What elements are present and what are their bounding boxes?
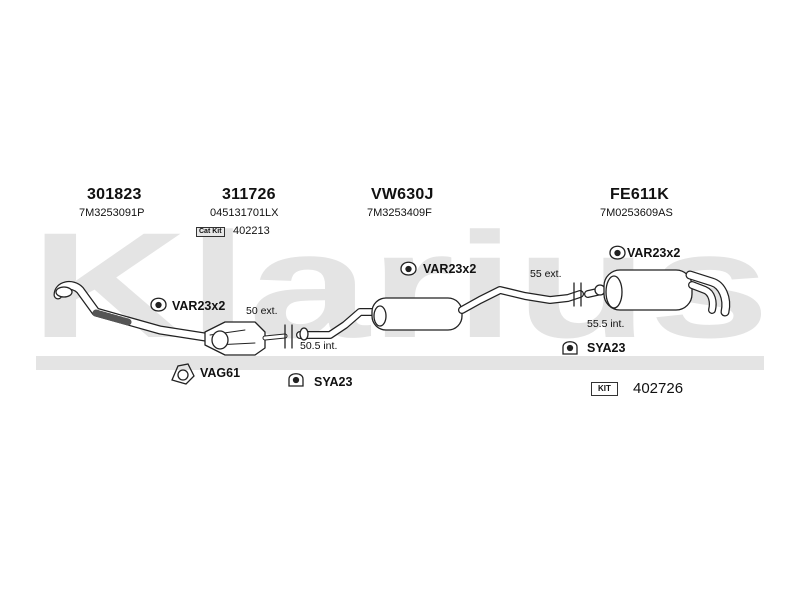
part-code-311726: 311726 bbox=[222, 186, 276, 203]
fitting-sya-right: SYA23 bbox=[587, 341, 626, 355]
watermark-bar bbox=[36, 356, 764, 370]
fitting-vag: VAG61 bbox=[200, 366, 241, 380]
sya-clamp-icon bbox=[288, 341, 578, 387]
part-oem-311726: 045131701LX bbox=[210, 207, 279, 219]
joint-right-int: 55.5 int. bbox=[587, 318, 625, 330]
joint-left-int: 50.5 int. bbox=[300, 340, 338, 352]
right-joint-clamp bbox=[573, 282, 582, 307]
part-code-vw630j: VW630J bbox=[371, 186, 434, 203]
kit-badge: KIT bbox=[591, 382, 618, 396]
kit-number: 402726 bbox=[633, 380, 684, 397]
part-code-301823: 301823 bbox=[87, 186, 142, 203]
catalyst-311726 bbox=[204, 321, 288, 356]
part-oem-fe611k: 7M0253609AS bbox=[600, 207, 673, 219]
part-code-fe611k: FE611K bbox=[610, 186, 670, 203]
catkit-number: 402213 bbox=[233, 225, 270, 237]
rear-silencer-fe611k bbox=[584, 269, 731, 317]
fitting-var-mid: VAR23x2 bbox=[423, 262, 477, 276]
catkit-badge: Cat Kit bbox=[196, 227, 225, 237]
front-pipe-301823 bbox=[53, 280, 210, 342]
centre-box-vw630j bbox=[296, 286, 584, 341]
part-oem-301823: 7M3253091P bbox=[79, 207, 145, 219]
left-joint-clamp bbox=[284, 324, 293, 349]
fitting-sya-left: SYA23 bbox=[314, 375, 353, 389]
hanger-icon bbox=[150, 245, 626, 312]
fitting-var-right: VAR23x2 bbox=[627, 246, 681, 260]
vag-ring-icon bbox=[171, 363, 195, 385]
joint-right-ext: 55 ext. bbox=[530, 268, 562, 280]
fitting-var-left: VAR23x2 bbox=[172, 299, 226, 313]
part-oem-vw630j: 7M3253409F bbox=[367, 207, 432, 219]
joint-left-ext: 50 ext. bbox=[246, 305, 278, 317]
